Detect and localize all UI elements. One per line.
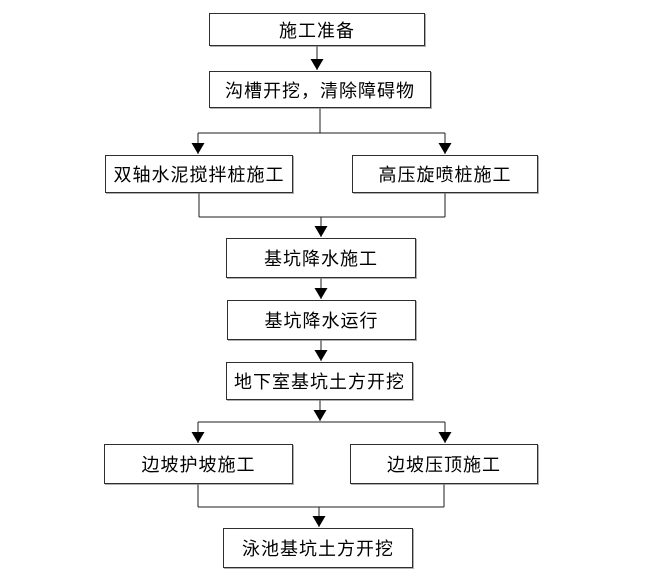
- edge-slopes-merge: [197, 484, 445, 527]
- edge-trench-split: [191, 108, 452, 154]
- edge-piles-merge: [198, 193, 446, 237]
- flow-node-jet-pile: 高压旋喷桩施工: [352, 155, 538, 193]
- flow-node-basement-excavation: 地下室基坑土方开挖: [226, 362, 413, 400]
- edge-basement-split: [191, 400, 452, 443]
- flow-node-prep: 施工准备: [209, 13, 425, 46]
- flow-node-dewatering-construction: 基坑降水施工: [226, 238, 416, 278]
- flow-node-pool-excavation: 泳池基坑土方开挖: [223, 528, 413, 568]
- flow-node-slope-capping: 边坡压顶施工: [350, 444, 538, 484]
- flow-node-dewatering-operation: 基坑降水运行: [227, 300, 416, 340]
- flow-node-trench: 沟槽开挖，清除障碍物: [209, 71, 431, 108]
- flow-node-mixing-pile: 双轴水泥搅拌桩施工: [105, 155, 293, 193]
- flow-node-slope-protection: 边坡护坡施工: [104, 444, 293, 484]
